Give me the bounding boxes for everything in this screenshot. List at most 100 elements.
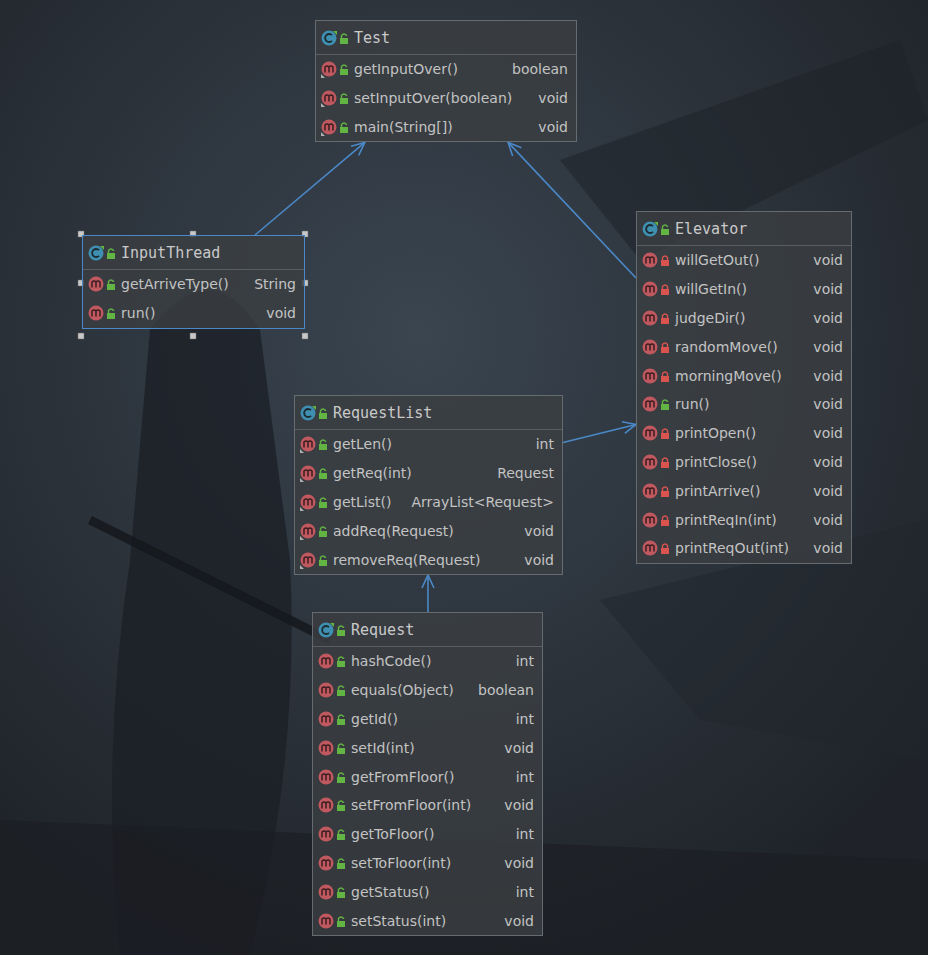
lock-shackle: [321, 498, 326, 502]
icon-disc: [322, 119, 337, 134]
icon-disc: [319, 622, 334, 637]
icon-glyph: [322, 658, 330, 665]
class-box: TestgetInputOver()booleansetInputOver(bo…: [315, 20, 577, 142]
lock-shackle: [339, 917, 344, 921]
return-type: void: [813, 339, 843, 355]
lock-shackle: [342, 65, 347, 69]
icon-glyph: [304, 528, 312, 535]
class-box: ElevatorwillGetOut()voidwillGetIn()voidj…: [636, 211, 852, 564]
icon-glyph: [322, 626, 329, 634]
icon-glyph: [322, 745, 330, 752]
method-row: addReq(Request)void: [295, 516, 562, 545]
icon-glyph: [646, 488, 654, 495]
class-header: Elevator: [637, 212, 851, 246]
method-icon: [641, 250, 671, 270]
lock-body: [107, 253, 115, 259]
method-icon: [317, 882, 347, 902]
return-type: void: [813, 425, 843, 441]
class-header: Test: [316, 21, 576, 55]
association-arrow: [255, 142, 365, 235]
method-row: getLen()int: [295, 430, 562, 459]
method-icon: [641, 366, 671, 386]
lock-body: [661, 289, 669, 295]
icon-glyph: [646, 225, 653, 233]
icon-disc: [643, 310, 658, 325]
icon-glyph: [646, 373, 654, 380]
method-row: printOpen()void: [637, 419, 851, 448]
lock-shackle: [663, 516, 668, 520]
icon-disc: [319, 711, 334, 726]
method-row: run()void: [637, 390, 851, 419]
icon-glyph: [322, 889, 330, 896]
static-mark: [321, 74, 325, 78]
method-row: morningMove()void: [637, 361, 851, 390]
icon-disc: [301, 437, 316, 452]
icon-glyph: [646, 430, 654, 437]
method-icon: [641, 538, 671, 558]
icon-mark: [100, 246, 104, 250]
method-row: getReq(int)Request: [295, 459, 562, 488]
lock-body: [661, 318, 669, 324]
method-icon: [317, 795, 347, 815]
method-row: setToFloor(int)void: [313, 849, 542, 878]
icon-disc: [319, 884, 334, 899]
connector-line: [255, 142, 365, 235]
icon-glyph: [325, 95, 333, 102]
return-type: void: [813, 512, 843, 528]
method-icon: [641, 279, 671, 299]
lock-body: [661, 520, 669, 526]
lock-shackle: [342, 123, 347, 127]
lock-shackle: [663, 225, 668, 229]
lock-body: [337, 690, 345, 696]
method-icon: [641, 510, 671, 530]
icon-disc: [319, 740, 334, 755]
lock-body: [661, 548, 669, 554]
method-icon: [641, 308, 671, 328]
arrow-head: [422, 575, 434, 588]
method-name: main(String[]): [354, 119, 453, 135]
method-name: getStatus(): [351, 884, 430, 900]
icon-glyph: [646, 401, 654, 408]
return-type: void: [504, 855, 534, 871]
icon-disc: [301, 494, 316, 509]
return-type: void: [813, 483, 843, 499]
method-row: getArriveType()String: [83, 270, 304, 299]
lock-body: [661, 347, 669, 353]
icon-disc: [643, 541, 658, 556]
debris-shape: [560, 40, 928, 260]
lock-body: [337, 892, 345, 898]
lock-shackle: [339, 859, 344, 863]
class-icon: [299, 403, 329, 423]
return-type: void: [504, 797, 534, 813]
method-row: getFromFloor()int: [313, 762, 542, 791]
icon-glyph: [325, 34, 332, 42]
lock-shackle: [339, 801, 344, 805]
method-row: main(String[])void: [316, 113, 576, 142]
method-icon: [317, 767, 347, 787]
method-row: hashCode()int: [313, 647, 542, 676]
class-name: Elevator: [675, 220, 747, 238]
method-row: getId()int: [313, 705, 542, 734]
lock-body: [340, 38, 348, 44]
method-row: willGetIn()void: [637, 275, 851, 304]
return-type: void: [813, 281, 843, 297]
method-name: willGetOut(): [675, 252, 759, 268]
class-name: RequestList: [333, 404, 432, 422]
icon-glyph: [304, 499, 312, 506]
method-row: printReqOut(int)void: [637, 534, 851, 563]
lock-body: [319, 502, 327, 508]
lock-body: [337, 921, 345, 927]
lock-body: [337, 834, 345, 840]
method-icon: [641, 423, 671, 443]
lock-body: [661, 260, 669, 266]
lock-body: [340, 69, 348, 75]
return-type: void: [813, 454, 843, 470]
lock-shackle: [663, 256, 668, 260]
lock-body: [340, 98, 348, 104]
lock-shackle: [339, 657, 344, 661]
return-type: void: [813, 368, 843, 384]
method-row: printArrive()void: [637, 476, 851, 505]
lock-shackle: [109, 309, 114, 313]
icon-glyph: [92, 249, 99, 257]
